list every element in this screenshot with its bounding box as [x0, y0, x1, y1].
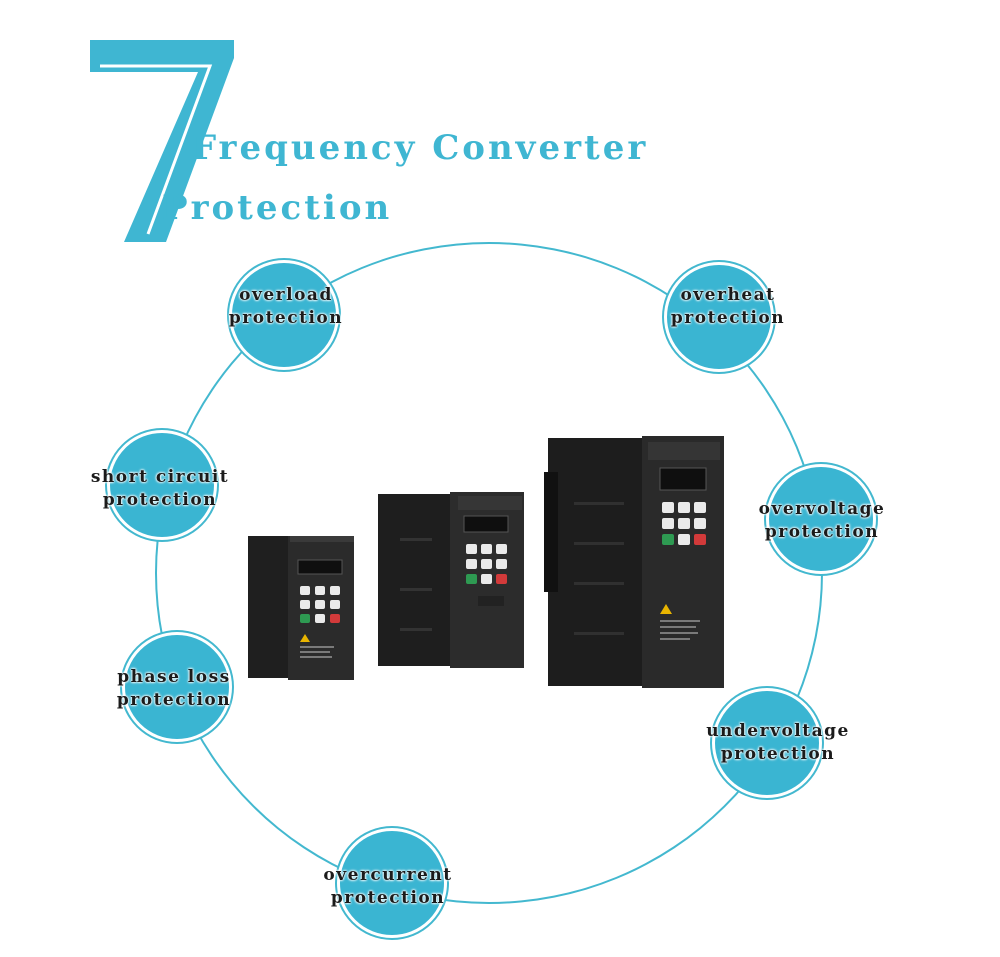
badge-phase-loss	[122, 632, 232, 742]
number-seven-graphic: 7	[90, 40, 234, 242]
inverter-icon	[378, 492, 524, 668]
inverter-medium	[378, 488, 526, 670]
title-line-1: Frequency Converter	[192, 128, 649, 168]
badge-short-circuit	[107, 430, 217, 540]
badge-undervoltage	[712, 688, 822, 798]
title-number: 7	[160, 155, 161, 157]
badge-overcurrent	[337, 828, 447, 938]
inverter-icon	[248, 536, 354, 680]
inverter-small	[248, 530, 356, 682]
badge-overheat	[664, 262, 774, 372]
inverter-icon	[544, 436, 724, 688]
inverter-large	[544, 432, 726, 690]
badge-overload	[229, 260, 339, 370]
badge-overvoltage	[766, 464, 876, 574]
title-line-2: Protection	[162, 188, 393, 228]
